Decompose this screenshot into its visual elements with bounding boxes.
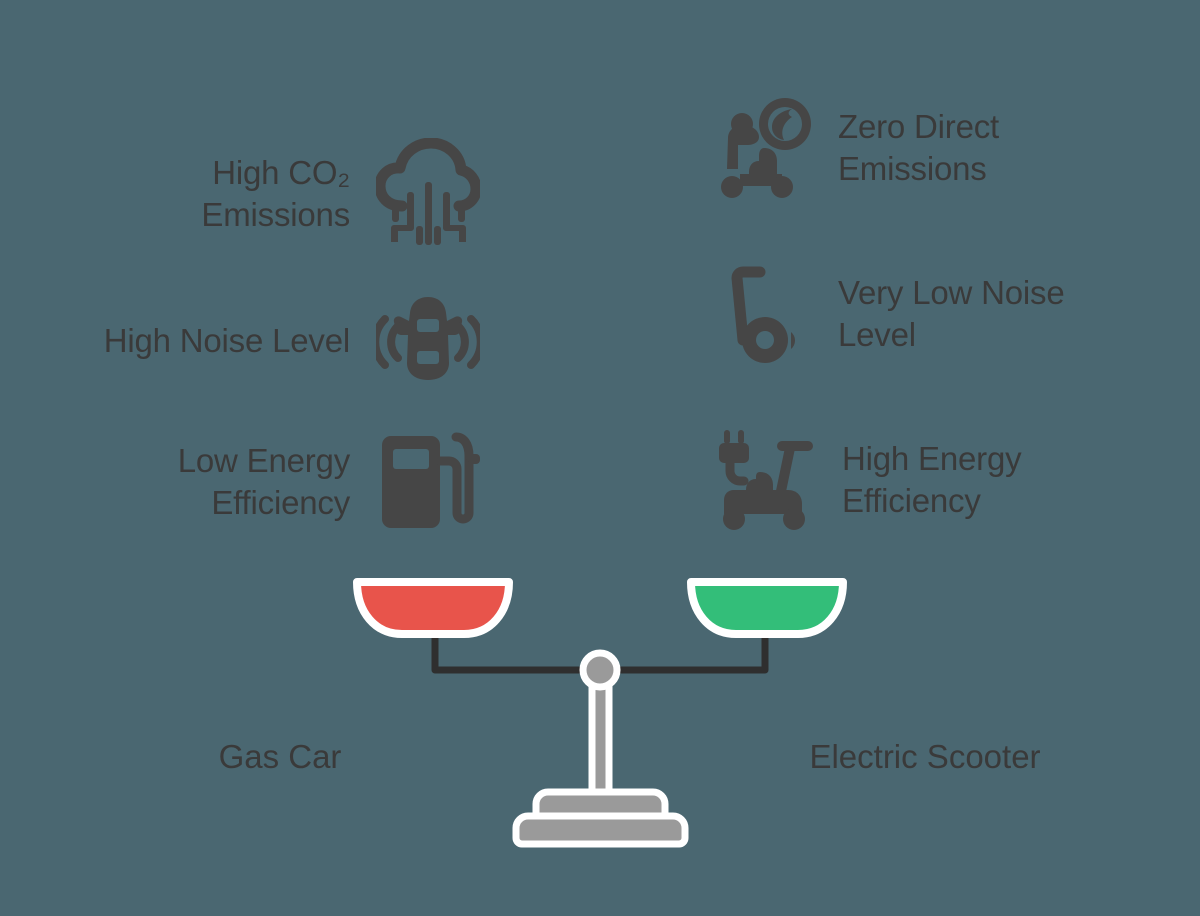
eco-scooter-icon <box>712 96 812 200</box>
feature-left-energy-efficiency: Low Energy Efficiency <box>178 430 480 534</box>
co2-cloud-icon <box>376 138 480 250</box>
scale-column <box>512 661 689 848</box>
scale-pan-right <box>687 578 847 638</box>
feature-right-energy-efficiency: High Energy Efficiency <box>712 428 1022 532</box>
feature-right-noise-level: Very Low Noise Level <box>712 262 1065 366</box>
feature-right-zero-emissions: Zero Direct Emissions <box>712 96 999 200</box>
scale-pan-left <box>353 578 513 638</box>
car-noise-icon <box>376 293 480 389</box>
feature-right-zero-emissions-label: Zero Direct Emissions <box>838 107 999 187</box>
scale-pivot <box>579 649 621 691</box>
feature-left-efficiency-label: Low Energy Efficiency <box>177 441 350 521</box>
scooter-wheel-quiet-icon <box>712 262 812 366</box>
feature-left-co2-emissions: High CO₂ Emissions <box>201 138 480 250</box>
feature-left-noise-label: High Noise Level <box>103 321 350 359</box>
scale-label-electric-scooter: Electric Scooter <box>809 738 1041 775</box>
scale-label-gas-car: Gas Car <box>218 738 342 775</box>
balance-scale <box>0 560 1200 850</box>
fuel-pump-icon <box>376 430 480 534</box>
feature-left-co2-label: High CO₂ Emissions <box>201 153 350 233</box>
scooter-plug-icon <box>712 428 816 532</box>
feature-right-efficiency-label: High Energy Efficiency <box>842 439 1022 519</box>
feature-left-noise-level: High Noise Level <box>104 293 480 389</box>
feature-right-noise-label: Very Low Noise Level <box>838 273 1065 353</box>
